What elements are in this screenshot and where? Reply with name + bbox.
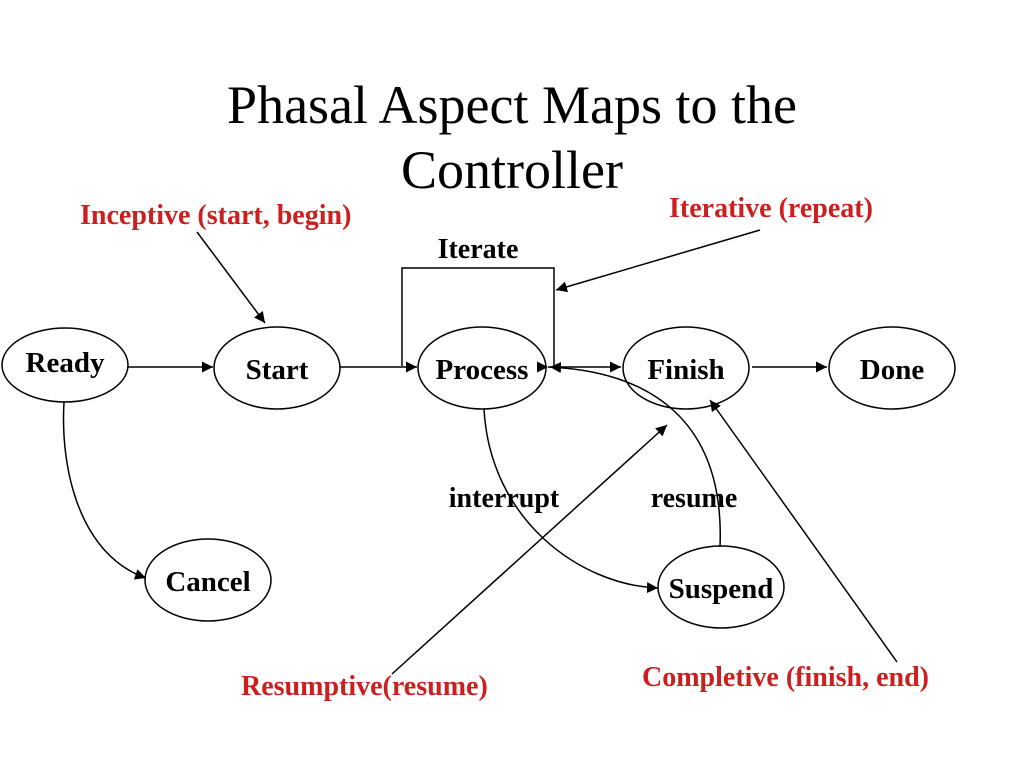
state-done-label: Done xyxy=(860,354,925,386)
completive-pointer xyxy=(709,399,898,663)
edge-interrupt xyxy=(483,408,659,594)
state-ready: Ready xyxy=(1,327,129,403)
edge-iterate-loop xyxy=(401,267,555,368)
inceptive-annotation: Inceptive (start, begin) xyxy=(80,200,351,231)
state-suspend-label: Suspend xyxy=(669,573,774,605)
interrupt-label: interrupt xyxy=(449,483,560,514)
state-process-label: Process xyxy=(436,354,529,386)
title-line-1: Phasal Aspect Maps to the xyxy=(227,75,797,135)
iterate-label: Iterate xyxy=(438,234,519,265)
edge-resume xyxy=(549,362,721,548)
state-process: Process xyxy=(417,326,547,410)
resumptive-annotation: Resumptive(resume) xyxy=(241,671,488,702)
state-start: Start xyxy=(213,326,341,410)
inceptive-pointer xyxy=(196,231,266,324)
iterative-pointer xyxy=(555,229,761,293)
completive-annotation: Completive (finish, end) xyxy=(642,662,929,693)
iterative-annotation: Iterative (repeat) xyxy=(669,193,873,224)
resume-label: resume xyxy=(651,483,738,514)
state-cancel: Cancel xyxy=(144,538,272,622)
state-cancel-label: Cancel xyxy=(165,566,250,598)
state-suspend: Suspend xyxy=(657,545,785,629)
resumptive-pointer xyxy=(391,424,668,675)
state-start-label: Start xyxy=(246,354,309,386)
state-ready-label: Ready xyxy=(26,347,105,379)
state-done: Done xyxy=(828,326,956,410)
edge-ready-cancel xyxy=(62,401,147,580)
title-line-2: Controller xyxy=(401,140,623,200)
state-finish: Finish xyxy=(622,326,750,410)
state-finish-label: Finish xyxy=(647,354,724,386)
